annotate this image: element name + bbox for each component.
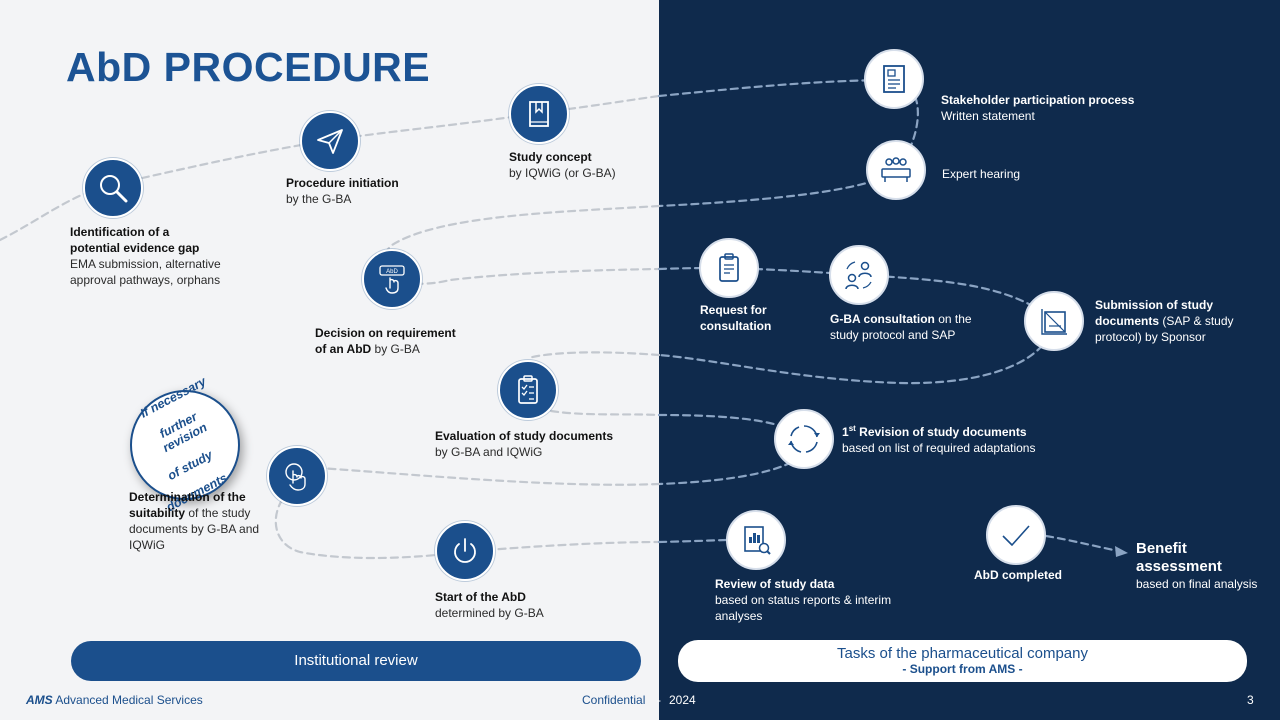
completed-label: AbD completed bbox=[974, 568, 1063, 582]
procedure-initiation-node bbox=[300, 111, 360, 171]
expert-hearing-label: Expert hearing bbox=[942, 167, 1021, 181]
footer-confidential: Confidential bbox=[582, 693, 646, 707]
footer-year: 2024 bbox=[669, 693, 696, 707]
checklist-icon bbox=[518, 375, 538, 404]
request-node bbox=[699, 238, 759, 298]
company-tasks-pill: Tasks of the pharmaceutical company - Su… bbox=[678, 640, 1247, 682]
clipboard-icon bbox=[719, 253, 739, 282]
footer-page-number: 3 bbox=[1247, 693, 1254, 707]
document-icon bbox=[883, 65, 905, 93]
company-tasks-subtitle: - Support from AMS - bbox=[902, 662, 1023, 676]
footer-separator: - bbox=[657, 693, 661, 707]
completed-node bbox=[986, 505, 1046, 565]
hand-click-icon: AbD bbox=[379, 265, 405, 294]
submission-node bbox=[1024, 291, 1084, 351]
evidence-gap-node bbox=[83, 158, 143, 218]
book-icon bbox=[529, 101, 549, 127]
consultation-icon bbox=[845, 261, 872, 290]
decision-node: AbD bbox=[362, 249, 422, 309]
stakeholder-node bbox=[864, 49, 924, 109]
paper-plane-icon bbox=[317, 129, 343, 154]
consultation-node bbox=[829, 245, 889, 305]
meeting-icon bbox=[881, 157, 911, 182]
company-tasks-title: Tasks of the pharmaceutical company bbox=[837, 645, 1088, 662]
svg-text:AbD: AbD bbox=[386, 269, 398, 275]
hand-pointer-icon bbox=[285, 463, 306, 491]
company-tasks-panel bbox=[659, 0, 1280, 720]
evaluation-node bbox=[498, 360, 558, 420]
expert-hearing-node bbox=[866, 140, 926, 200]
revision-node bbox=[774, 409, 834, 469]
magnifier-icon bbox=[100, 175, 128, 203]
page-title: AbD PROCEDURE bbox=[66, 44, 431, 90]
review-node bbox=[726, 510, 786, 570]
start-node bbox=[435, 521, 495, 581]
document-stack-icon bbox=[1041, 309, 1067, 335]
suitability-node bbox=[267, 446, 327, 506]
power-icon bbox=[454, 538, 476, 563]
report-chart-icon bbox=[744, 526, 771, 555]
study-concept-node bbox=[509, 84, 569, 144]
footer-brand: AMS Advanced Medical Services bbox=[26, 693, 203, 707]
cycle-icon bbox=[788, 425, 820, 453]
checkmark-icon bbox=[1002, 525, 1030, 546]
institutional-review-pill: Institutional review bbox=[71, 641, 641, 681]
